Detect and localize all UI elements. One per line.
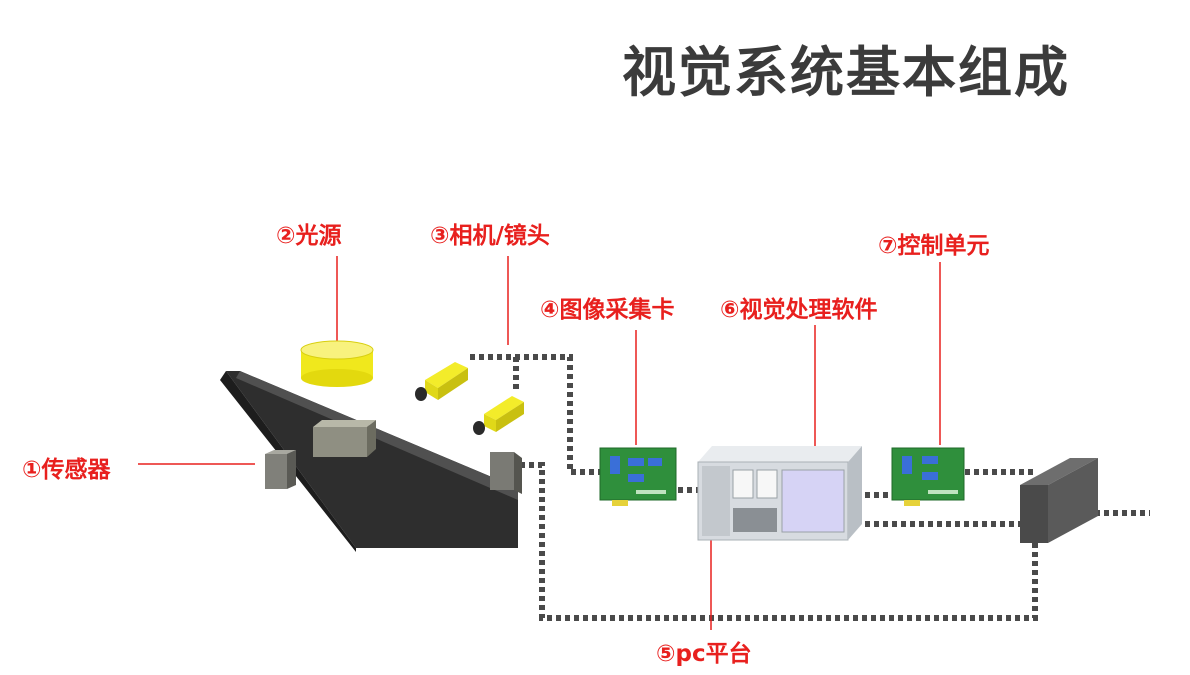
actuator-device — [1020, 458, 1098, 543]
label-capture-card: ④图像采集卡 — [540, 297, 675, 323]
sensor-loop-cable — [520, 462, 1038, 621]
sensor-receiver — [490, 452, 522, 494]
cables — [470, 354, 1150, 621]
sensor-device — [265, 450, 296, 489]
light-source — [300, 340, 374, 387]
camera-to-card-cable — [470, 354, 605, 475]
product-box — [313, 420, 376, 457]
capture-card — [599, 447, 677, 506]
pc-unit — [697, 446, 862, 541]
camera-1 — [415, 362, 468, 401]
camera-2 — [473, 396, 524, 435]
label-light-source: ②光源 — [276, 223, 342, 249]
diagram-title: 视觉系统基本组成 — [622, 41, 1070, 104]
label-sensor: ①传感器 — [22, 457, 111, 483]
control-card — [891, 447, 965, 506]
label-software: ⑥视觉处理软件 — [720, 297, 878, 323]
conveyor-belt — [220, 371, 518, 552]
label-pc-platform: ⑤pc平台 — [656, 641, 752, 667]
label-camera-lens: ③相机/镜头 — [430, 223, 550, 249]
label-control-unit: ⑦控制单元 — [878, 233, 990, 259]
